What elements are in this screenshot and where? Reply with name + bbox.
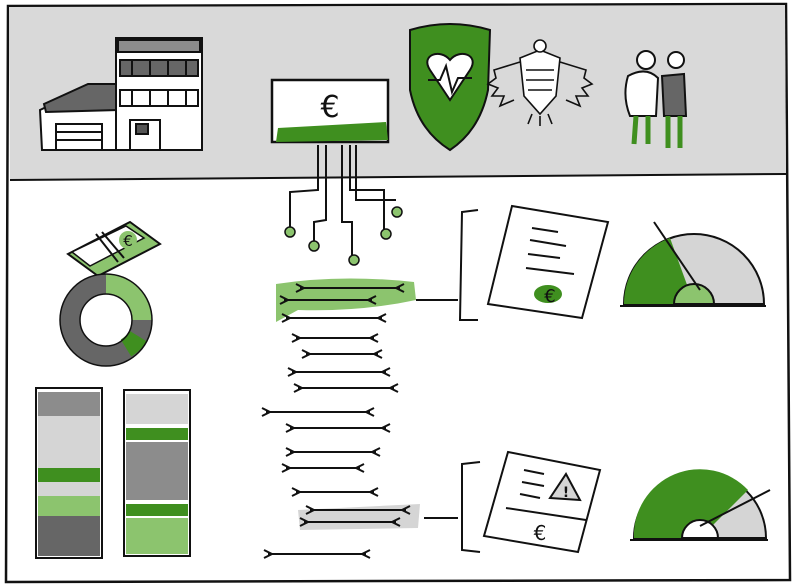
- federal-eagle-icon: [486, 39, 594, 126]
- banknote-euro-symbol: €: [123, 232, 133, 250]
- arrow-row-3: [281, 313, 387, 323]
- arrow-row-8: [261, 407, 375, 417]
- euro-symbol: €: [320, 90, 339, 125]
- arrow-row-2: [279, 295, 377, 305]
- euro-document-icon: €: [486, 204, 610, 320]
- warning-euro-document-icon: ! €: [482, 450, 602, 554]
- gauge-icon-bottom: [630, 469, 771, 541]
- arrow-row-1: [295, 283, 405, 293]
- arrow-row-9: [285, 423, 391, 433]
- euro-payment-device-icon: €: [270, 78, 403, 266]
- data-rows-list: [261, 278, 420, 559]
- two-people-icon: [624, 50, 688, 148]
- arrow-row-5: [301, 349, 383, 359]
- euro-banknote-icon: €: [66, 220, 162, 278]
- heart-shield-icon: [409, 23, 492, 152]
- header-band: [9, 5, 786, 180]
- warning-document-euro-symbol: €: [534, 521, 547, 545]
- gauge-icon-top: [620, 221, 766, 307]
- arrow-row-14: [299, 517, 401, 527]
- top-bracket: [416, 209, 479, 321]
- arrow-row-7: [293, 383, 399, 393]
- circuit-wires: [289, 145, 396, 258]
- arrow-row-6: [287, 367, 391, 377]
- stacked-bar-columns-icon: [35, 387, 191, 559]
- warning-symbol: !: [563, 485, 569, 501]
- arrow-row-15: [263, 549, 371, 559]
- arrow-row-10: [285, 447, 381, 457]
- arrow-row-4: [291, 333, 379, 343]
- document-euro-symbol: €: [544, 286, 555, 307]
- bottom-bracket: [424, 461, 481, 553]
- donut-chart-icon: [59, 273, 153, 367]
- arrow-row-11: [281, 463, 365, 473]
- factory-building-icon: [38, 37, 203, 151]
- arrow-row-12: [291, 487, 379, 497]
- arrow-row-13: [305, 505, 411, 515]
